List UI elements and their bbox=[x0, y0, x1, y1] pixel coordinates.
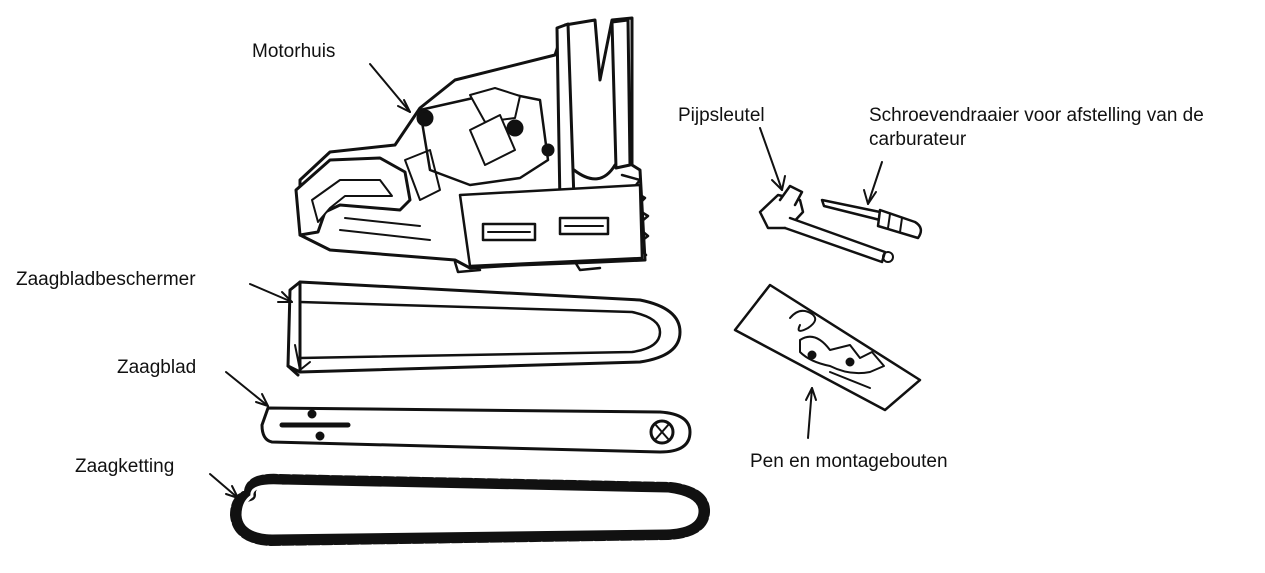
label-schroevendraaier: Schroevendraaier voor afstelling van de … bbox=[869, 105, 1204, 150]
socket-wrench-drawing bbox=[758, 184, 894, 264]
label-pen-en-montagebouten: Pen en montagebouten bbox=[750, 451, 948, 472]
screwdriver-drawing bbox=[820, 198, 923, 240]
leader-arrows bbox=[209, 63, 883, 499]
label-zaagbladbeschermer: Zaagbladbeschermer bbox=[16, 269, 196, 290]
label-motorhuis: Motorhuis bbox=[252, 41, 336, 62]
bag-drawing bbox=[733, 283, 922, 412]
saw-chain-drawing bbox=[230, 473, 710, 546]
guide-bar-drawing bbox=[260, 406, 692, 454]
label-zaagblad: Zaagblad bbox=[117, 357, 197, 378]
label-pijpsleutel: Pijpsleutel bbox=[678, 105, 765, 126]
chain-guard-drawing bbox=[286, 280, 682, 377]
label-zaagketting: Zaagketting bbox=[75, 456, 175, 477]
engine-housing-drawing bbox=[294, 16, 650, 274]
